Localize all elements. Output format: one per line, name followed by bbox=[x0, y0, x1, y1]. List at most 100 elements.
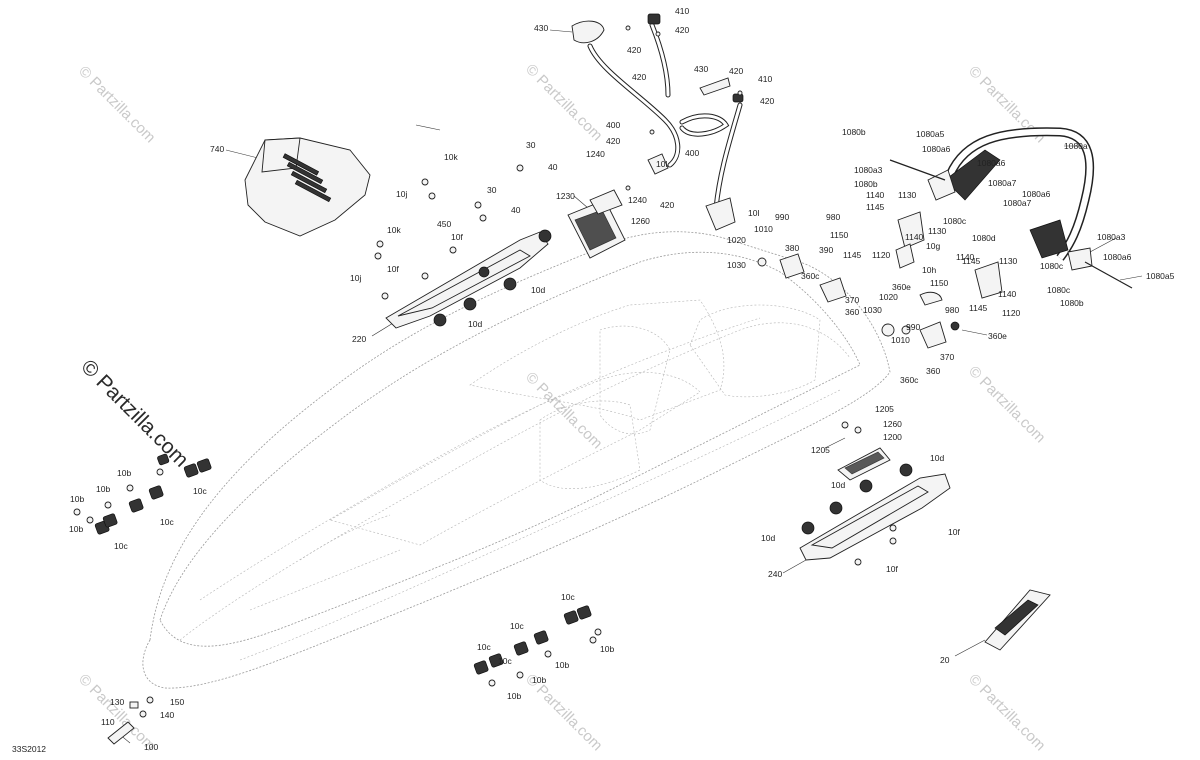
callout-label[interactable]: 100 bbox=[144, 742, 158, 752]
callout-label[interactable]: 1260 bbox=[883, 419, 902, 429]
callout-label[interactable]: 360e bbox=[892, 282, 911, 292]
callout-label[interactable]: 1020 bbox=[727, 235, 746, 245]
callout-label[interactable]: 1240 bbox=[586, 149, 605, 159]
callout-label[interactable]: 10f bbox=[387, 264, 399, 274]
callout-label[interactable]: 1080b bbox=[842, 127, 866, 137]
callout-label[interactable]: 10b bbox=[600, 644, 614, 654]
callout-label[interactable]: 1130 bbox=[999, 256, 1018, 266]
callout-label[interactable]: 1080b bbox=[854, 179, 878, 189]
callout-label[interactable]: 10c bbox=[561, 592, 575, 602]
callout-label[interactable]: 1130 bbox=[928, 226, 947, 236]
callout-label[interactable]: 30 bbox=[487, 185, 497, 195]
callout-label[interactable]: 1080a7 bbox=[988, 178, 1017, 188]
callout-label[interactable]: 360e bbox=[988, 331, 1007, 341]
callout-label[interactable]: 10d bbox=[831, 480, 845, 490]
callout-label[interactable]: 10f bbox=[451, 232, 463, 242]
callout-label[interactable]: 370 bbox=[845, 295, 859, 305]
callout-label[interactable]: 420 bbox=[632, 72, 646, 82]
callout-label[interactable]: 220 bbox=[352, 334, 366, 344]
callout-label[interactable]: 1205 bbox=[811, 445, 830, 455]
callout-label[interactable]: 1080a6 bbox=[1103, 252, 1132, 262]
callout-label[interactable]: 1145 bbox=[843, 250, 862, 260]
callout-label[interactable]: 1080c bbox=[943, 216, 967, 226]
callout-label[interactable]: 1120 bbox=[872, 250, 891, 260]
callout-label[interactable]: 1080a7 bbox=[1003, 198, 1032, 208]
callout-label[interactable]: 10l bbox=[748, 208, 759, 218]
callout-label[interactable]: 1150 bbox=[930, 278, 949, 288]
callout-label[interactable]: 10b bbox=[96, 484, 110, 494]
callout-label[interactable]: 1080c bbox=[1040, 261, 1064, 271]
callout-label[interactable]: 1140 bbox=[956, 252, 975, 262]
callout-label[interactable]: 1080a3 bbox=[854, 165, 883, 175]
callout-label[interactable]: 1010 bbox=[891, 335, 910, 345]
callout-label[interactable]: 420 bbox=[660, 200, 674, 210]
callout-label[interactable]: 1200 bbox=[883, 432, 902, 442]
callout-label[interactable]: 240 bbox=[768, 569, 782, 579]
callout-label[interactable]: 1205 bbox=[875, 404, 894, 414]
callout-label[interactable]: 420 bbox=[760, 96, 774, 106]
callout-label[interactable]: 10h bbox=[922, 265, 936, 275]
callout-label[interactable]: 1080a6 bbox=[1022, 189, 1051, 199]
callout-label[interactable]: 410 bbox=[675, 6, 689, 16]
callout-label[interactable]: 740 bbox=[210, 144, 224, 154]
callout-label[interactable]: 10d bbox=[531, 285, 545, 295]
callout-label[interactable]: 430 bbox=[694, 64, 708, 74]
callout-label[interactable]: 390 bbox=[819, 245, 833, 255]
callout-label[interactable]: 140 bbox=[160, 710, 174, 720]
callout-label[interactable]: 110 bbox=[101, 717, 115, 727]
callout-label[interactable]: 30 bbox=[526, 140, 536, 150]
callout-label[interactable]: 10c bbox=[160, 517, 174, 527]
callout-label[interactable]: 10k bbox=[444, 152, 458, 162]
callout-label[interactable]: 1145 bbox=[969, 303, 988, 313]
callout-label[interactable]: 360 bbox=[926, 366, 940, 376]
callout-label[interactable]: 1010 bbox=[754, 224, 773, 234]
callout-label[interactable]: 10b bbox=[69, 524, 83, 534]
callout-label[interactable]: 150 bbox=[170, 697, 184, 707]
callout-label[interactable]: 1120 bbox=[1002, 308, 1021, 318]
callout-label[interactable]: 1080a5 bbox=[1146, 271, 1175, 281]
callout-label[interactable]: 10c bbox=[114, 541, 128, 551]
callout-label[interactable]: 1145 bbox=[866, 202, 885, 212]
callout-label[interactable]: 420 bbox=[627, 45, 641, 55]
callout-label[interactable]: 420 bbox=[729, 66, 743, 76]
callout-label[interactable]: 1080a5 bbox=[916, 129, 945, 139]
callout-label[interactable]: 410 bbox=[758, 74, 772, 84]
callout-label[interactable]: 1080c bbox=[1047, 285, 1071, 295]
callout-label[interactable]: 450 bbox=[437, 219, 451, 229]
callout-label[interactable]: 400 bbox=[606, 120, 620, 130]
callout-label[interactable]: 10b bbox=[507, 691, 521, 701]
callout-label[interactable]: 1030 bbox=[863, 305, 882, 315]
callout-label[interactable]: 990 bbox=[775, 212, 789, 222]
callout-label[interactable]: 10b bbox=[555, 660, 569, 670]
callout-label[interactable]: 10b bbox=[532, 675, 546, 685]
callout-label[interactable]: 40 bbox=[548, 162, 558, 172]
callout-label[interactable]: 360 bbox=[845, 307, 859, 317]
callout-label[interactable]: 10f bbox=[948, 527, 960, 537]
callout-label[interactable]: 1140 bbox=[866, 190, 885, 200]
callout-label[interactable]: 10c bbox=[510, 621, 524, 631]
callout-label[interactable]: 1145 bbox=[962, 256, 981, 266]
callout-label[interactable]: 1260 bbox=[631, 216, 650, 226]
callout-label[interactable]: 1150 bbox=[830, 230, 849, 240]
callout-label[interactable]: 1140 bbox=[998, 289, 1017, 299]
callout-label[interactable]: 360c bbox=[900, 375, 919, 385]
callout-label[interactable]: 130 bbox=[110, 697, 124, 707]
callout-label[interactable]: 10b bbox=[117, 468, 131, 478]
callout-label[interactable]: 1080d bbox=[972, 233, 996, 243]
callout-label[interactable]: 10c bbox=[193, 486, 207, 496]
callout-label[interactable]: 980 bbox=[945, 305, 959, 315]
callout-label[interactable]: 1030 bbox=[727, 260, 746, 270]
callout-label[interactable]: 10j bbox=[350, 273, 361, 283]
callout-label[interactable]: 420 bbox=[606, 136, 620, 146]
callout-label[interactable]: 1080a6 bbox=[922, 144, 951, 154]
callout-label[interactable]: 1130 bbox=[898, 190, 917, 200]
callout-label[interactable]: 10d bbox=[468, 319, 482, 329]
callout-label[interactable]: 10d bbox=[930, 453, 944, 463]
callout-label[interactable]: 10f bbox=[886, 564, 898, 574]
callout-label[interactable]: 1080a3 bbox=[1097, 232, 1126, 242]
callout-label[interactable]: 980 bbox=[826, 212, 840, 222]
callout-label[interactable]: 20 bbox=[940, 655, 950, 665]
callout-label[interactable]: 10d bbox=[761, 533, 775, 543]
callout-label[interactable]: 10g bbox=[926, 241, 940, 251]
callout-label[interactable]: 1230 bbox=[556, 191, 575, 201]
